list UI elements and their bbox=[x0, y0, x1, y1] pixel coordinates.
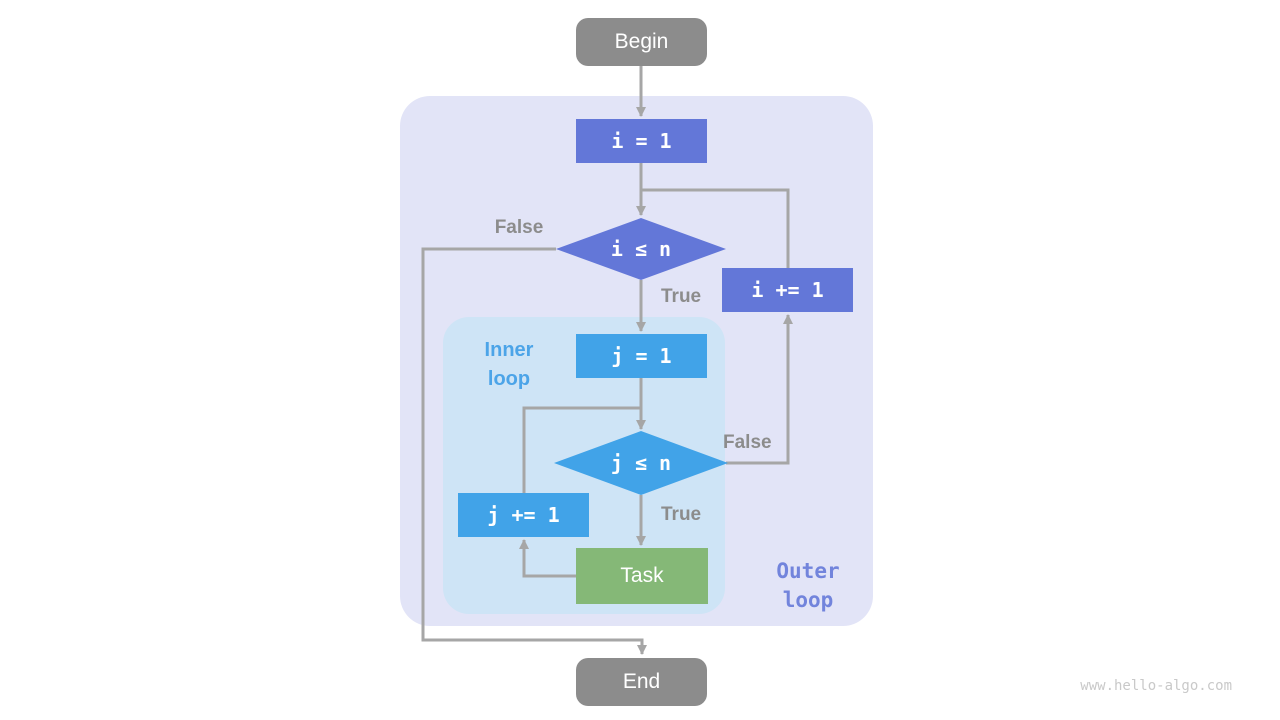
outer-true-label: True bbox=[661, 286, 702, 307]
begin-node: Begin bbox=[576, 18, 707, 66]
inc-i-node: i += 1 bbox=[722, 268, 853, 312]
edge-inc-i-return bbox=[641, 188, 790, 268]
end-node: End bbox=[576, 658, 707, 706]
inner-loop-label-line1: Inner bbox=[484, 339, 534, 361]
inc-i-label: i += 1 bbox=[751, 278, 824, 302]
begin-label: Begin bbox=[614, 30, 669, 53]
outer-loop-label-line2: loop bbox=[782, 588, 834, 612]
cond-j-label: j ≤ n bbox=[610, 451, 672, 475]
init-i-node: i = 1 bbox=[576, 119, 707, 163]
watermark: www.hello-algo.com bbox=[1080, 678, 1232, 694]
outer-loop-label-line1: Outer bbox=[776, 559, 840, 583]
cond-i-label: i ≤ n bbox=[610, 237, 672, 261]
init-i-label: i = 1 bbox=[611, 129, 672, 153]
end-label: End bbox=[622, 670, 661, 693]
inner-loop-label: Inner loop bbox=[449, 336, 569, 394]
init-j-node: j = 1 bbox=[576, 334, 707, 378]
edge-task-to-inc-j bbox=[519, 539, 576, 578]
inc-j-node: j += 1 bbox=[458, 493, 589, 537]
outer-loop-label: Outer loop bbox=[748, 557, 868, 615]
inner-loop-label-line2: loop bbox=[487, 368, 531, 390]
inc-j-label: j += 1 bbox=[487, 503, 560, 527]
inner-false-label: False bbox=[723, 432, 772, 453]
edge-cond-j-false-to-inc-i bbox=[726, 314, 793, 465]
task-label: Task bbox=[620, 564, 664, 587]
task-node: Task bbox=[576, 548, 708, 604]
edge-inc-j-return bbox=[522, 406, 641, 493]
edge-cond-i-false-to-end bbox=[421, 247, 647, 655]
outer-false-label: False bbox=[494, 217, 544, 238]
inner-true-label: True bbox=[661, 504, 702, 525]
init-j-label: j = 1 bbox=[611, 344, 672, 368]
